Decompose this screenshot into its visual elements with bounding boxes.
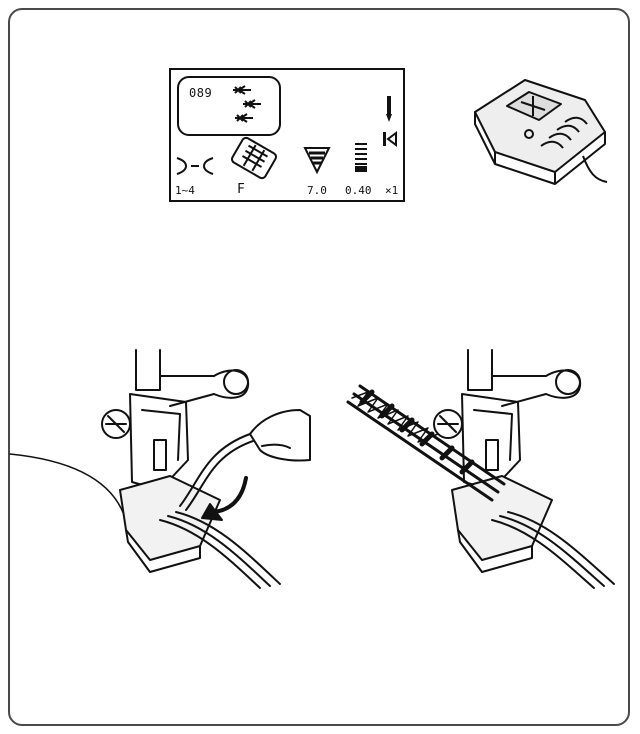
pattern-selection-box: 089 <box>177 76 281 136</box>
pattern-icon <box>233 85 261 123</box>
pattern-number: 089 <box>189 86 213 100</box>
lcd-display: 089 <box>169 68 405 202</box>
cording-foot-illustration <box>474 79 608 185</box>
length-icon <box>355 143 367 172</box>
needle-icon <box>386 96 392 122</box>
sewing-foot-threading-illustration <box>9 349 311 589</box>
reverse-icon <box>383 131 397 147</box>
tie-stitch-icon <box>176 157 214 175</box>
stitch-length-value: 0.40 <box>345 184 372 197</box>
stitch-width-value: 7.0 <box>307 184 327 197</box>
width-icon <box>303 147 331 175</box>
presser-foot-icon <box>231 136 277 180</box>
sewing-cords-illustration <box>346 349 615 589</box>
auto-lock-value: 1~4 <box>175 184 195 197</box>
repeat-count-value: ×1 <box>385 184 399 197</box>
manual-page-frame: 089 <box>8 8 630 726</box>
presser-foot-letter: F <box>237 182 245 197</box>
